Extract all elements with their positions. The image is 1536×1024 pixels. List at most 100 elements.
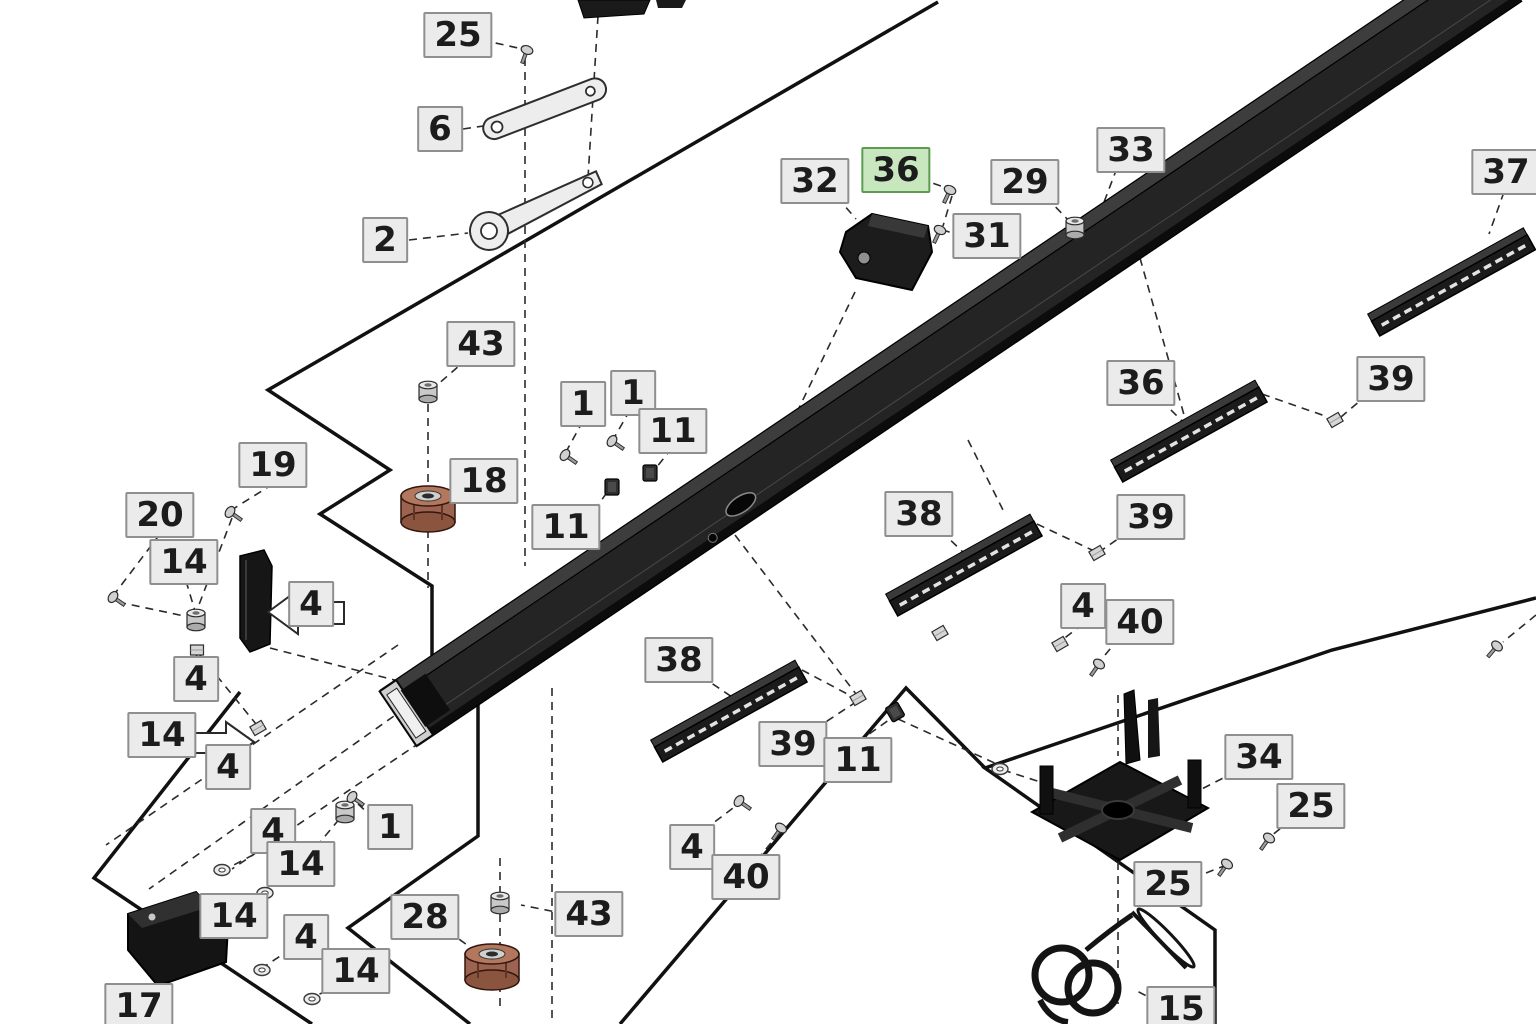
- part-label-11[interactable]: 11: [531, 504, 601, 550]
- leader-line: [115, 533, 161, 593]
- part-label-14[interactable]: 14: [149, 539, 219, 585]
- part-label-1[interactable]: 1: [610, 370, 656, 416]
- part-label-32[interactable]: 32: [780, 158, 850, 204]
- part-label-1[interactable]: 1: [367, 804, 413, 850]
- nut-part: [931, 624, 949, 642]
- screw-part: [606, 434, 626, 451]
- leader-line: [185, 580, 196, 612]
- cylinder-part: [490, 891, 510, 915]
- part-label-33[interactable]: 33: [1096, 127, 1166, 173]
- part-label-25[interactable]: 25: [1133, 861, 1203, 907]
- screw-part: [1486, 640, 1503, 659]
- screw-part: [942, 184, 957, 204]
- part-label-18[interactable]: 18: [449, 458, 519, 504]
- part-label-38[interactable]: 38: [884, 491, 954, 537]
- part-label-37[interactable]: 37: [1471, 149, 1536, 195]
- cylinder-part: [335, 800, 355, 824]
- nut-part: [249, 719, 267, 737]
- part-label-38[interactable]: 38: [644, 637, 714, 683]
- part-label-28[interactable]: 28: [390, 894, 460, 940]
- part-label-4[interactable]: 4: [669, 824, 715, 870]
- part-label-43[interactable]: 43: [446, 321, 516, 367]
- part-label-14[interactable]: 14: [127, 712, 197, 758]
- leader-line: [1036, 523, 1093, 551]
- screw-part: [733, 794, 753, 811]
- bracket-part-2: [469, 170, 603, 251]
- part-label-36[interactable]: 36: [1106, 360, 1176, 406]
- part-label-4[interactable]: 4: [283, 914, 329, 960]
- washer-part: [303, 992, 321, 1006]
- clip-part: [642, 464, 658, 482]
- panel-outline: [345, 694, 480, 1024]
- screw-part: [771, 822, 788, 842]
- leader-line: [1488, 191, 1505, 235]
- small-hardware-parts: [107, 44, 1503, 1006]
- part-label-43[interactable]: 43: [554, 891, 624, 937]
- panel-outline: [618, 685, 987, 1024]
- main-rail: [378, 0, 1523, 748]
- part-label-17[interactable]: 17: [104, 983, 174, 1024]
- part-label-4[interactable]: 4: [173, 656, 219, 702]
- perforated-strip-36: [1109, 379, 1269, 484]
- part-label-25[interactable]: 25: [1276, 783, 1346, 829]
- part-label-40[interactable]: 40: [711, 854, 781, 900]
- leader-line: [801, 669, 854, 698]
- leader-line: [408, 232, 469, 241]
- part-label-34[interactable]: 34: [1224, 734, 1294, 780]
- washer-part: [213, 863, 231, 877]
- part-label-36-selected[interactable]: 36: [861, 147, 931, 193]
- screw-part: [1259, 832, 1276, 852]
- part-label-4[interactable]: 4: [205, 744, 251, 790]
- part-label-14[interactable]: 14: [321, 948, 391, 994]
- leader-line: [942, 195, 953, 227]
- screw-part: [107, 590, 127, 607]
- part-label-2[interactable]: 2: [362, 217, 408, 263]
- part-label-15[interactable]: 15: [1146, 986, 1216, 1024]
- screw-part: [520, 44, 534, 65]
- leader-line: [1139, 257, 1187, 423]
- part-label-19[interactable]: 19: [238, 442, 308, 488]
- bracket-part-6: [482, 77, 608, 141]
- perforated-strip-37: [1366, 227, 1536, 338]
- screw-part: [224, 505, 244, 522]
- part-label-4[interactable]: 4: [1060, 583, 1106, 629]
- washer-part: [991, 762, 1009, 776]
- part-label-39[interactable]: 39: [758, 721, 828, 767]
- part-label-40[interactable]: 40: [1105, 599, 1175, 645]
- part-label-20[interactable]: 20: [125, 492, 195, 538]
- part-label-6[interactable]: 6: [417, 106, 463, 152]
- leader-line: [1261, 393, 1329, 418]
- part-label-14[interactable]: 14: [266, 841, 336, 887]
- leader-line: [734, 534, 857, 695]
- screw-part: [1089, 658, 1106, 678]
- part-label-11[interactable]: 11: [638, 408, 708, 454]
- part-label-39[interactable]: 39: [1356, 356, 1426, 402]
- part-label-4[interactable]: 4: [288, 581, 334, 627]
- clip-part: [604, 478, 620, 496]
- cylinder-part: [1065, 216, 1085, 240]
- part-label-25[interactable]: 25: [423, 12, 493, 58]
- part-label-39[interactable]: 39: [1116, 494, 1186, 540]
- screw-part: [932, 224, 947, 244]
- part-label-11[interactable]: 11: [823, 737, 893, 783]
- screw-part: [559, 448, 579, 465]
- leader-line: [462, 124, 491, 130]
- nut-part: [1051, 635, 1069, 653]
- cylinder-part: [418, 380, 438, 404]
- clamp-part-32: [838, 212, 934, 292]
- nut-part: [1326, 411, 1344, 429]
- spring-part-15: [1031, 907, 1196, 1024]
- leader-line: [232, 483, 274, 510]
- part-label-31[interactable]: 31: [952, 213, 1022, 259]
- rail-slot-hole: [725, 492, 757, 517]
- nut-part: [189, 644, 205, 656]
- leader-line: [148, 691, 429, 890]
- part-label-1[interactable]: 1: [560, 381, 606, 427]
- screw-part: [1217, 858, 1234, 878]
- part-label-29[interactable]: 29: [990, 159, 1060, 205]
- part-label-14[interactable]: 14: [199, 893, 269, 939]
- block-part-14: [239, 549, 273, 653]
